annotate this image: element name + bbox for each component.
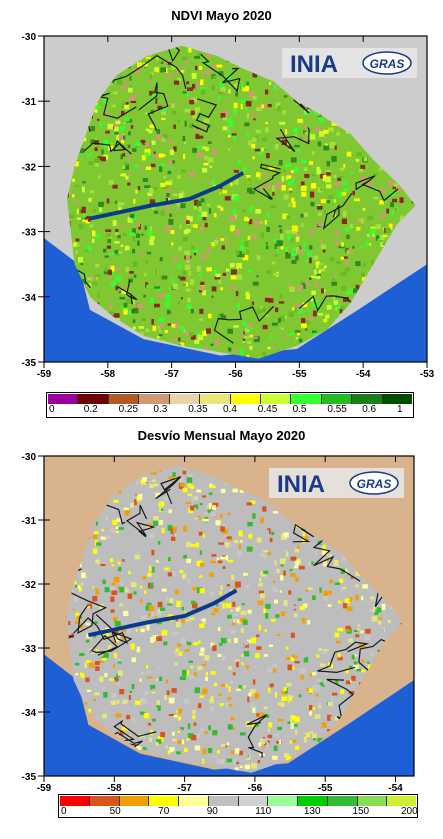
legend-swatch [327, 796, 358, 806]
reservoir [87, 588, 238, 638]
x-tick-label: -58 [107, 783, 122, 794]
legend-swatch [119, 796, 150, 806]
y-tick-label: -35 [22, 772, 37, 783]
y-tick-label: -33 [22, 228, 37, 239]
legend-swatch [382, 394, 413, 404]
x-tick-label: -59 [37, 783, 52, 794]
y-tick-label: -32 [22, 580, 37, 591]
legend-label: 0.3 [153, 404, 168, 415]
legend-swatch [169, 394, 201, 404]
legend-label: 0.6 [362, 404, 377, 415]
inia-logo: INIA GRAS [282, 48, 417, 78]
x-tick-label: -57 [164, 369, 179, 380]
deviation-legend: 0 50 70 90 110 130 150 200 [58, 794, 418, 818]
deviation-map: -30 -31 -32 -33 -34 -35-59 -58 -57 -56 -55 -54 INIA… [22, 452, 415, 794]
legend-label: 0.35 [188, 404, 208, 415]
legend-label: 130 [303, 806, 321, 817]
panel-title: NDVI Mayo 2020 [171, 8, 272, 23]
y-tick-label: -31 [22, 516, 37, 527]
legend-swatch [260, 394, 292, 404]
legend-swatch [108, 394, 140, 404]
x-tick-label: -59 [37, 369, 52, 380]
ndvi-legend: 0 0.2 0.25 0.3 0.35 0.4 0.45 0.5 0.55 0.6 1 [46, 392, 414, 418]
legend-label: 0.4 [223, 404, 237, 415]
legend-swatch [78, 394, 109, 404]
deviation-panel: Desvío Mensual Mayo 2020 -30 -31 -32 -33 -34… [0, 420, 443, 839]
panel-title: Desvío Mensual Mayo 2020 [137, 428, 306, 443]
legend-label: 0.45 [257, 404, 278, 415]
legend-swatch [298, 796, 328, 806]
legend-swatch [238, 796, 269, 806]
legend-swatch [48, 394, 79, 404]
x-tick-label: -55 [292, 369, 307, 380]
legend-label: 0 [49, 404, 55, 415]
legend-swatch [139, 394, 170, 404]
plot-frame [43, 455, 415, 777]
legend-swatch [321, 394, 353, 404]
logo-gras-text: GRAS [357, 477, 392, 491]
legend-label: 1 [397, 404, 403, 415]
legend-swatch [179, 796, 209, 806]
x-tick-label: -54 [356, 369, 371, 380]
legend-swatch [230, 394, 261, 404]
legend-label: 0 [61, 806, 67, 817]
water-area [44, 238, 427, 362]
legend-swatch [149, 796, 179, 806]
y-tick-label: -34 [22, 293, 37, 304]
legend-swatch [291, 394, 322, 404]
ndvi-panel: NDVI Mayo 2020 -30-31-32-33-34-35-59-58-… [22, 8, 435, 418]
y-tick-label: -35 [22, 358, 37, 369]
legend-swatch [387, 796, 416, 806]
legend-swatch [89, 796, 120, 806]
x-tick-label: -55 [318, 783, 333, 794]
legend-label: 0.5 [292, 404, 307, 415]
x-tick-label: -56 [248, 783, 263, 794]
y-tick-label: -33 [22, 644, 37, 655]
legend-swatch [200, 394, 231, 404]
y-tick-label: -34 [22, 708, 37, 719]
x-tick-label: -54 [388, 783, 403, 794]
legend-label: 50 [109, 806, 121, 817]
legend-label: 110 [255, 806, 272, 817]
x-tick-label: -57 [177, 783, 192, 794]
legend-swatch [352, 394, 383, 404]
logo-gras-badge [349, 471, 399, 495]
legend-label: 150 [352, 806, 370, 817]
logo-inia-text: INIA [290, 51, 338, 78]
logo-gras-text: GRAS [370, 57, 405, 71]
logo-gras-badge [362, 51, 412, 75]
legend-label: 200 [401, 806, 418, 817]
x-tick-label: -58 [101, 369, 116, 380]
legend-swatch [208, 796, 239, 806]
legend-label: 70 [158, 806, 170, 817]
legend-label: 0.55 [327, 404, 347, 415]
legend-swatch [60, 796, 90, 806]
logo-inia-text: INIA [277, 471, 325, 498]
y-tick-label: -30 [22, 452, 37, 463]
legend-label: 0.25 [118, 404, 139, 415]
x-tick-label: -56 [228, 369, 243, 380]
water-area [44, 654, 414, 776]
y-tick-label: -31 [22, 97, 37, 108]
legend-label: 90 [206, 806, 218, 817]
ndvi-map: -30 -31 -32 -33 -34 -35-59 -58 -57 -56 -55 -54 -53 I… [22, 32, 435, 380]
legend-swatch [268, 796, 298, 806]
legend-swatch [357, 796, 388, 806]
x-tick-label: -53 [420, 369, 435, 380]
y-tick-label: -30 [22, 32, 37, 43]
inia-logo: INIA GRAS [269, 468, 404, 498]
y-tick-label: -32 [22, 162, 37, 173]
legend-label: 0.2 [83, 404, 98, 415]
reservoir [89, 171, 245, 221]
